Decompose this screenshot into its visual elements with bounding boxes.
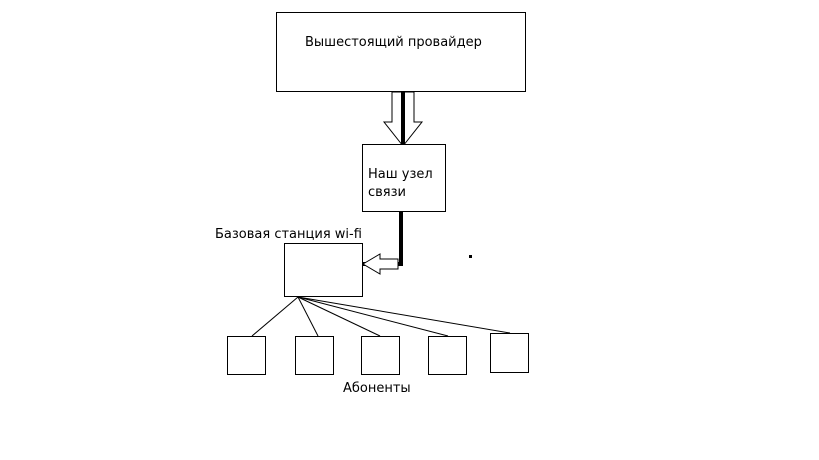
base-station-label: Базовая станция wi-fi <box>215 227 362 242</box>
node-label-line-1: Наш узел <box>368 167 433 182</box>
subscriber-box-4 <box>428 336 467 375</box>
stray-dot <box>469 255 472 258</box>
subscriber-box-3 <box>361 336 400 375</box>
node-box-group: Наш узел связи <box>362 144 446 212</box>
provider-node: Вышестоящий провайдер <box>276 12 526 92</box>
subscribers-label: Абоненты <box>343 381 411 396</box>
link-subscriber-5 <box>297 296 511 334</box>
link-node-base <box>362 212 403 266</box>
base-station-box <box>284 243 363 297</box>
subscriber-box-5 <box>490 333 529 373</box>
subscriber-box-2 <box>295 336 334 375</box>
subscriber-links <box>251 296 511 337</box>
provider-label: Вышестоящий провайдер <box>305 35 482 50</box>
link-subscriber-2 <box>297 296 319 337</box>
subscriber-boxes <box>227 333 529 375</box>
provider-box <box>276 12 526 92</box>
hollow-arrow-left <box>362 253 399 275</box>
subscriber-box-1 <box>227 336 266 375</box>
link-subscriber-1 <box>251 296 299 337</box>
node-label: Наш узел связи <box>368 167 437 200</box>
node-label-line-2: связи <box>368 185 406 200</box>
node-box <box>362 144 446 212</box>
link-subscriber-3 <box>297 296 381 337</box>
base-station-group: Базовая станция wi-fi <box>215 227 363 297</box>
link-subscriber-4 <box>297 296 449 337</box>
